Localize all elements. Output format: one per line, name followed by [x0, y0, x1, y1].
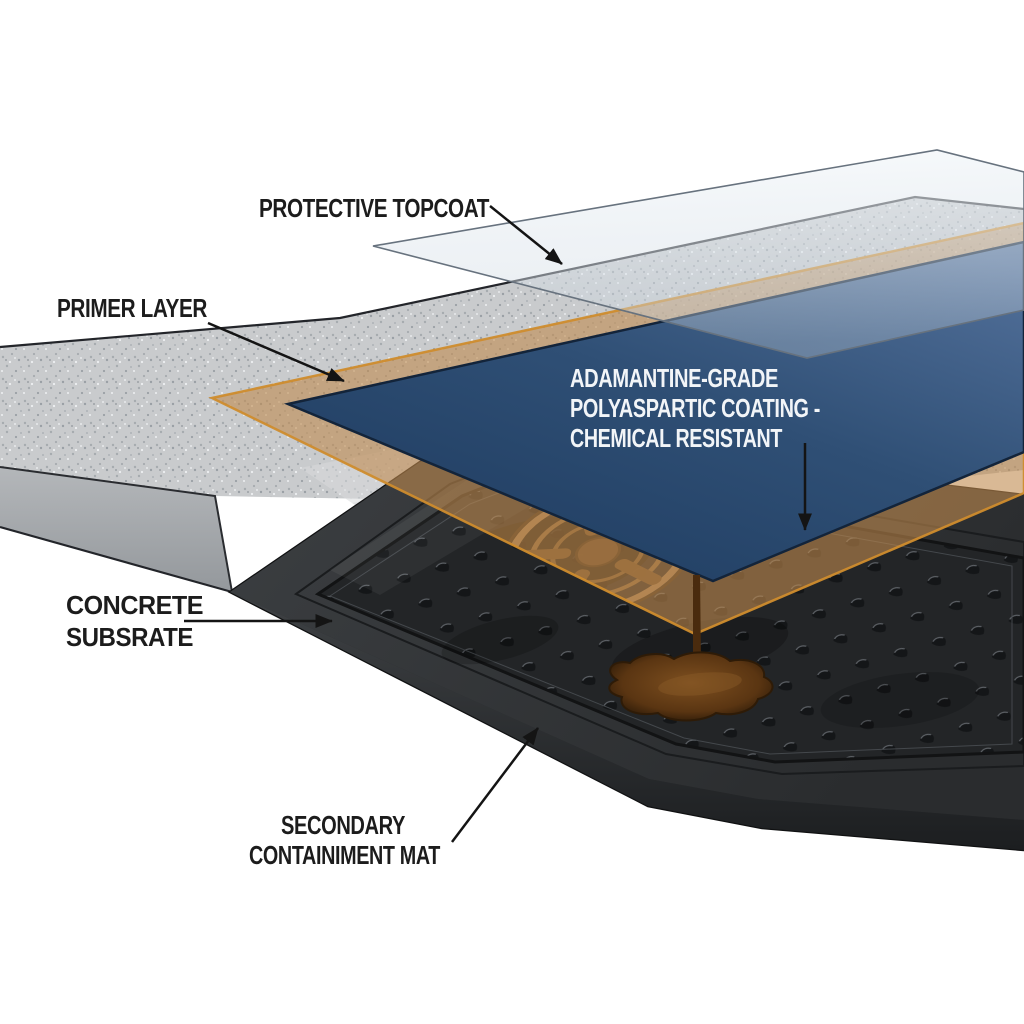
mat-label-line2: CONTAINIMENT MAT — [249, 840, 440, 870]
spill-puddle — [608, 651, 774, 722]
mat-label-line1: SECONDARY — [281, 810, 405, 840]
substrate-label-line2: SUBSRATE — [66, 622, 193, 652]
spill-drip-stream — [693, 575, 701, 662]
topcoat-arrow — [489, 205, 563, 265]
mat-front-face — [230, 592, 1024, 850]
concrete-front-edge — [0, 466, 233, 593]
protective-topcoat-sheet — [372, 149, 1024, 359]
topcoat-label: PROTECTIVE TOPCOAT — [259, 193, 489, 223]
coating-label-line3: CHEMICAL RESISTANT — [570, 423, 782, 453]
primer-label: PRIMER LAYER — [57, 293, 208, 323]
concrete-front-face — [0, 467, 232, 592]
mat-stain-2 — [441, 615, 559, 665]
concrete-bottom-edge — [0, 525, 233, 594]
mat-arrow — [451, 727, 539, 843]
coating-label-line1: ADAMANTINE-GRADE — [570, 363, 778, 393]
spill-sheen — [658, 672, 742, 696]
primer-arrow — [207, 321, 345, 383]
callout-labels: PROTECTIVE TOPCOAT PRIMER LAYER ADAMANTI… — [57, 193, 821, 870]
coating-label-line2: POLYASPARTIC COATING - — [570, 393, 820, 423]
substrate-label-line1: CONCRETE — [66, 590, 203, 620]
mat-stain-3 — [820, 671, 980, 729]
callout-arrows — [184, 205, 812, 843]
chemical-spill-group — [608, 575, 774, 722]
